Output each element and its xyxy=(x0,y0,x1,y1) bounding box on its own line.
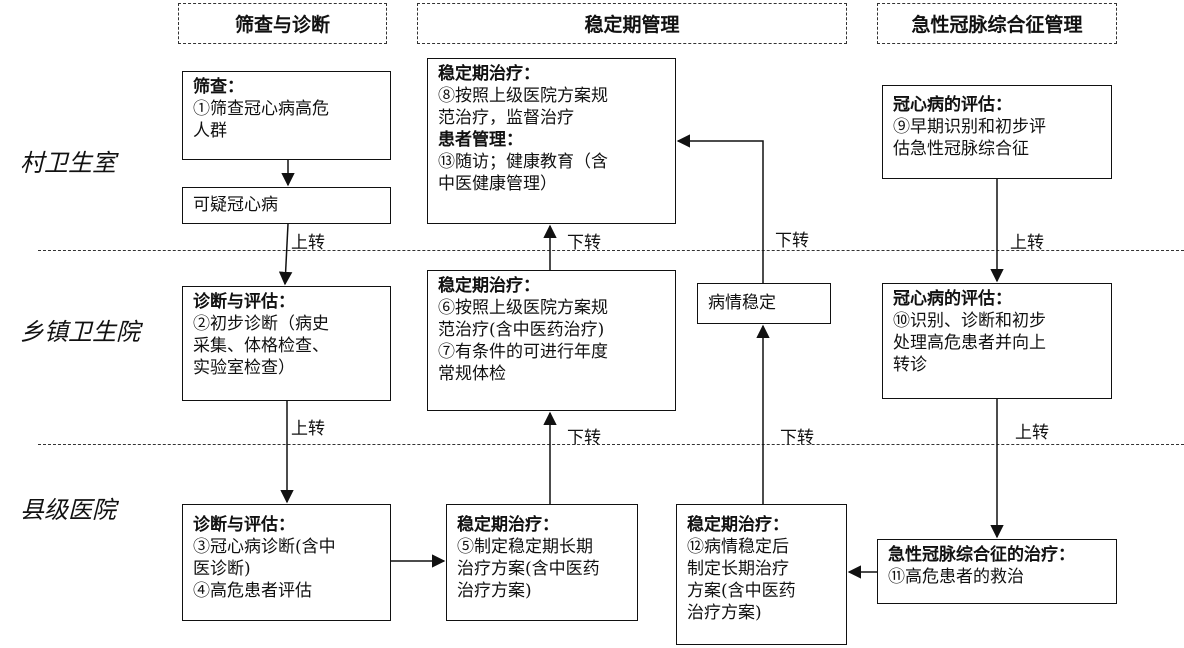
label-up-village-township: 上转 xyxy=(291,233,325,253)
box-line: 医诊断) xyxy=(193,559,251,579)
box-line: 可疑冠心病 xyxy=(193,195,278,215)
label-down-county-township: 下转 xyxy=(567,428,601,448)
box-title: 急性冠脉综合征的治疗： xyxy=(888,545,1075,565)
box-line: 常规体检 xyxy=(438,364,506,384)
box-line: ⑧按照上级医院方案规 xyxy=(438,86,608,106)
header-stable-management: 稳定期管理 xyxy=(417,3,847,44)
label-down-county-condition: 下转 xyxy=(780,428,814,448)
box-line: 中医健康管理） xyxy=(438,174,557,194)
box-line: 治疗方案(含中医药 xyxy=(457,559,600,579)
box-line: ⑤制定稳定期长期 xyxy=(457,537,593,557)
arrow-suspect-to-township xyxy=(278,223,293,286)
box-township-stable: 稳定期治疗： ⑥按照上级医院方案规 范治疗(含中医药治疗) ⑦有条件的可进行年度… xyxy=(427,270,676,411)
level-village: 村卫生室 xyxy=(20,149,116,177)
box-line: 估急性冠脉综合征 xyxy=(893,139,1029,159)
label-down-condition-village: 下转 xyxy=(775,231,809,251)
box-line: 范治疗，监督治疗 xyxy=(438,108,574,128)
box-line: 治疗方案) xyxy=(687,603,762,623)
label-up-acs-village-township: 上转 xyxy=(1010,233,1044,253)
box-township-diagnosis: 诊断与评估： ②初步诊断（病史 采集、体格检查、 实验室检查） xyxy=(182,286,391,401)
level-county: 县级医院 xyxy=(20,496,116,524)
box-line: ⑫病情稳定后 xyxy=(687,537,789,557)
box-township-acs: 冠心病的评估： ⑩识别、诊断和初步 处理高危患者并向上 转诊 xyxy=(882,283,1112,399)
level-township: 乡镇卫生院 xyxy=(20,318,140,346)
box-line: ⑨早期识别和初步评 xyxy=(893,117,1046,137)
box-line: ⑥按照上级医院方案规 xyxy=(438,298,608,318)
header-screening-diagnosis: 筛查与诊断 xyxy=(178,3,387,44)
box-line: ⑪高危患者的救治 xyxy=(888,567,1024,587)
box-county-diagnosis: 诊断与评估： ③冠心病诊断(含中 医诊断) ④高危患者评估 xyxy=(182,504,391,621)
header-acs-management: 急性冠脉综合征管理 xyxy=(877,3,1117,44)
box-line: 治疗方案) xyxy=(457,581,532,601)
box-county-stable-after: 稳定期治疗： ⑫病情稳定后 制定长期治疗 方案(含中医药 治疗方案) xyxy=(676,504,847,645)
box-village-screening: 筛查： ①筛查冠心病高危 人群 xyxy=(182,71,391,160)
label-down-township-village: 下转 xyxy=(567,233,601,253)
box-line: ④高危患者评估 xyxy=(193,581,312,601)
box-line: 处理高危患者并向上 xyxy=(893,333,1046,353)
box-county-acs: 急性冠脉综合征的治疗： ⑪高危患者的救治 xyxy=(877,539,1117,604)
box-title: 稳定期治疗： xyxy=(687,515,789,535)
box-line: 病情稳定 xyxy=(708,293,776,313)
box-title: 冠心病的评估： xyxy=(893,95,1012,115)
box-title: 患者管理： xyxy=(438,130,523,150)
box-stable-condition: 病情稳定 xyxy=(697,283,831,324)
box-line: ⑦有条件的可进行年度 xyxy=(438,342,608,362)
box-village-stable: 稳定期治疗： ⑧按照上级医院方案规 范治疗，监督治疗 患者管理： ⑬随访；健康教… xyxy=(427,58,676,224)
box-line: ⑩识别、诊断和初步 xyxy=(893,311,1046,331)
box-line: 实验室检查） xyxy=(193,358,295,378)
separator-township-county xyxy=(38,444,1184,445)
box-line: 转诊 xyxy=(893,355,927,375)
box-title: 冠心病的评估： xyxy=(893,289,1012,309)
box-title: 筛查： xyxy=(193,77,244,97)
box-line: ②初步诊断（病史 xyxy=(193,314,329,334)
box-title: 诊断与评估： xyxy=(193,515,295,535)
box-line: 方案(含中医药 xyxy=(687,581,796,601)
label-up-acs-township-county: 上转 xyxy=(1015,423,1049,443)
box-title: 稳定期治疗： xyxy=(438,64,540,84)
box-title: 稳定期治疗： xyxy=(438,276,540,296)
box-village-suspect: 可疑冠心病 xyxy=(182,187,391,224)
box-line: 采集、体格检查、 xyxy=(193,336,329,356)
separator-village-township xyxy=(38,250,1184,251)
box-title: 稳定期治疗： xyxy=(457,515,559,535)
box-county-stable: 稳定期治疗： ⑤制定稳定期长期 治疗方案(含中医药 治疗方案) xyxy=(446,504,638,621)
box-line: ③冠心病诊断(含中 xyxy=(193,537,336,557)
arrow-condition-to-village xyxy=(676,134,764,283)
box-line: 制定长期治疗 xyxy=(687,559,789,579)
box-village-acs: 冠心病的评估： ⑨早期识别和初步评 估急性冠脉综合征 xyxy=(882,85,1112,179)
box-line: ⑬随访；健康教育（含 xyxy=(438,152,608,172)
box-title: 诊断与评估： xyxy=(193,292,295,312)
label-up-township-county: 上转 xyxy=(291,419,325,439)
box-line: 人群 xyxy=(193,121,227,141)
box-line: 范治疗(含中医药治疗) xyxy=(438,320,605,340)
box-line: ①筛查冠心病高危 xyxy=(193,99,329,119)
